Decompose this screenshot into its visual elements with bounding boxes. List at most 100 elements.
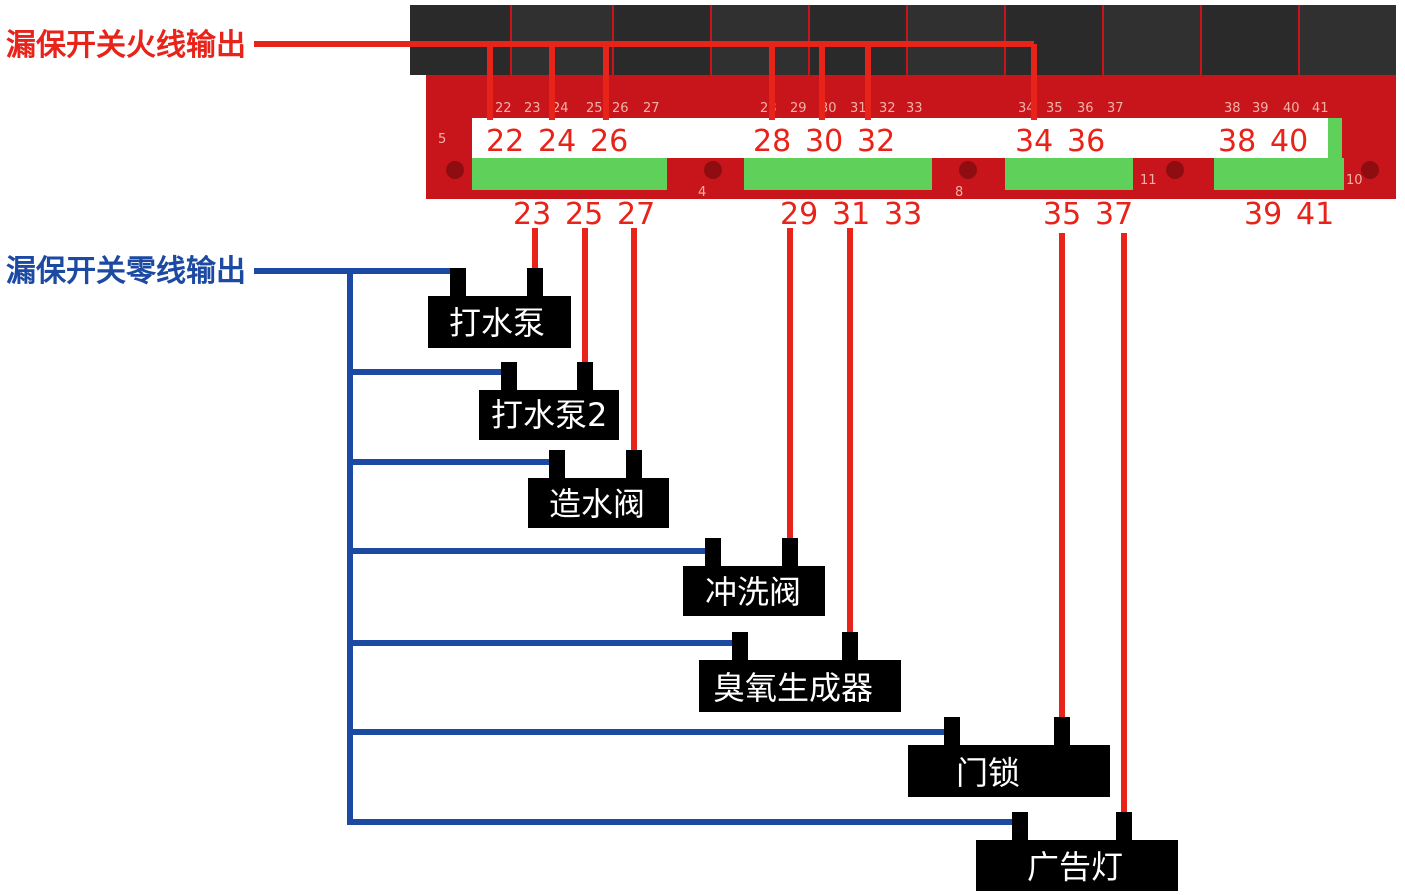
device-water-pump-2: 打水泵2 [479,362,619,440]
neutral-branch-6 [350,729,955,745]
device-water-valve: 造水阀 [528,450,669,528]
terminal-number: 34 [1015,124,1053,159]
device-box [479,390,619,440]
mounting-hole [1166,161,1184,179]
pcb-side-mark: 8 [955,185,963,200]
terminal-block-4-side [1328,118,1342,190]
neutral-branch-4 [350,548,716,566]
terminal-number: 29 [780,197,818,232]
device-label: 打水泵2 [491,396,607,434]
neutral-branch-5 [350,640,743,660]
pcb-print: 25 [586,101,603,116]
terminal-number: 39 [1244,197,1282,232]
terminal-block-1 [472,158,667,190]
pcb-print: 40 [1283,101,1300,116]
top-terminal-labels: 22 24 26 28 30 32 34 36 38 40 [486,124,1308,159]
terminal-number: 25 [565,197,603,232]
device-label: 打水泵 [449,304,545,342]
pcb-side-mark: 10 [1346,173,1363,188]
neutral-branch-7 [350,819,1023,836]
neutral-branch-3 [350,459,560,478]
relay-5 [810,5,906,75]
relay-3 [614,5,710,75]
mounting-hole [959,161,977,179]
relay-7 [1006,5,1102,75]
terminal-number: 38 [1218,124,1256,159]
device-label: 广告灯 [1027,848,1123,886]
relay-8 [1104,5,1200,75]
terminal-number: 31 [832,197,870,232]
terminal-number: 32 [857,124,895,159]
switched-live-wires [532,228,1127,836]
terminal-number: 30 [805,124,843,159]
pcb-print: 24 [552,101,569,116]
terminal-number: 33 [884,197,922,232]
pcb-print: 31 [850,101,867,116]
live-output-label: 漏保开关火线输出 [6,28,246,63]
terminal-number: 26 [590,124,628,159]
relay-board: 22 23 24 25 26 27 28 29 30 31 32 33 34 3… [410,5,1396,200]
pcb-print: 23 [524,101,541,116]
device-flush-valve: 冲洗阀 [683,538,825,616]
pcb-print: 29 [790,101,807,116]
relay-4 [712,5,808,75]
relay-9 [1202,5,1298,75]
pcb-print: 34 [1018,101,1035,116]
pcb-print: 22 [495,101,512,116]
mounting-hole [446,161,464,179]
terminal-number: 23 [513,197,551,232]
pcb-print: 41 [1312,101,1329,116]
pcb-print: 38 [1224,101,1241,116]
terminal-number: 36 [1067,124,1105,159]
label-strip [472,118,1342,158]
device-box [683,566,825,616]
terminal-number: 22 [486,124,524,159]
device-box [528,478,669,528]
mounting-hole [704,161,722,179]
terminal-number: 27 [617,197,655,232]
device-label: 造水阀 [549,485,645,523]
terminal-number: 35 [1043,197,1081,232]
pcb-print: 32 [879,101,896,116]
terminal-number: 24 [538,124,576,159]
relay-10 [1300,5,1396,75]
pcb-print: 26 [612,101,629,116]
device-label: 臭氧生成器 [713,669,873,707]
pcb-print: 36 [1077,101,1094,116]
pcb-print: 33 [906,101,923,116]
neutral-output-label: 漏保开关零线输出 [6,254,246,289]
relay-1 [410,5,510,75]
terminal-number: 41 [1296,197,1334,232]
mounting-hole [1361,161,1379,179]
relay-2 [512,5,612,75]
device-label: 冲洗阀 [705,573,801,611]
device-ad-light: 广告灯 [976,812,1178,891]
device-box [428,296,571,348]
terminal-number: 40 [1270,124,1308,159]
terminal-block-3 [1005,158,1133,190]
pcb-print: 27 [643,101,660,116]
device-box [699,660,901,712]
relay-row [410,5,1396,75]
device-ozone-generator: 臭氧生成器 [699,632,901,712]
terminal-number: 37 [1095,197,1133,232]
neutral-main [254,268,460,298]
terminal-number: 28 [753,124,791,159]
pcb-print: 35 [1046,101,1063,116]
relay-6 [908,5,1004,75]
terminal-block-2 [744,158,932,190]
device-door-lock: 门锁 [908,717,1110,797]
pcb-print: 37 [1107,101,1124,116]
terminal-block-4 [1214,158,1344,190]
pcb-side-mark: 4 [698,185,706,200]
neutral-branch-2 [350,369,511,390]
device-water-pump: 打水泵 [428,268,571,348]
bottom-terminal-labels: 23 25 27 29 31 33 35 37 39 41 [513,197,1334,232]
device-box [976,840,1178,891]
pcb-side-mark: 5 [438,132,446,147]
pcb-side-mark: 11 [1140,173,1157,188]
device-box [908,745,1110,797]
pcb-print: 39 [1252,101,1269,116]
